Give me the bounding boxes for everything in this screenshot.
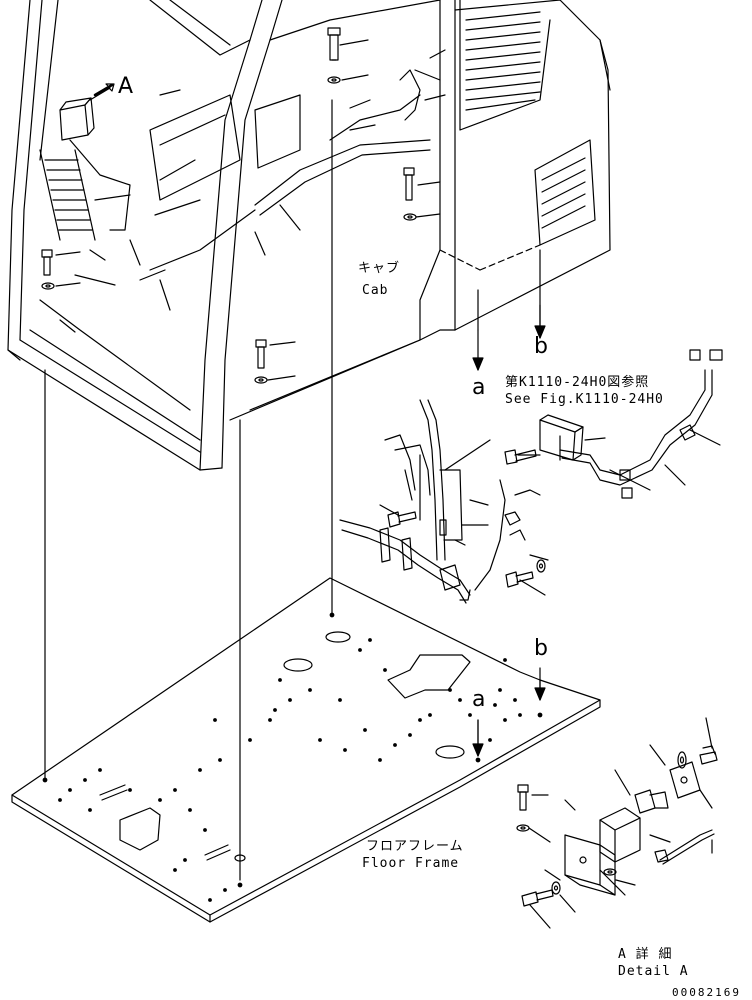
view-a-label: A xyxy=(118,74,134,99)
floor-frame-holes xyxy=(43,613,542,901)
accordion-duct xyxy=(40,140,130,240)
drawing-number: 00082169 xyxy=(672,986,741,999)
arrow-b-upper-icon xyxy=(535,305,545,338)
bolt-icon-cab-3 xyxy=(42,250,52,275)
detail-a-label-jp: A 詳 細 xyxy=(618,947,673,962)
bolt-icon-cab-2 xyxy=(404,168,414,200)
bolt-icon-harness-2 xyxy=(388,512,416,527)
bolt-icon-harness-3 xyxy=(506,572,533,587)
leader-lines-detail-a xyxy=(529,718,712,928)
arrow-b-upper-label: b xyxy=(534,334,548,359)
detail-a-label-en: Detail A xyxy=(618,964,689,979)
washer-icon-cab-1 xyxy=(328,77,340,83)
bolt-icon-cab-1 xyxy=(328,28,340,60)
arrow-a-lower-icon xyxy=(473,720,483,756)
leader-lines-cab xyxy=(56,40,445,380)
view-a-box xyxy=(60,84,114,140)
side-vent xyxy=(535,140,595,245)
cab-label-jp: キャブ xyxy=(358,261,401,276)
washer-icon-cab-2 xyxy=(404,214,416,220)
bolt-icon-harness-1 xyxy=(505,450,536,464)
rear-window-louvers xyxy=(466,12,540,110)
washer-icon-harness xyxy=(537,560,545,572)
arrow-a-upper-icon xyxy=(473,330,483,370)
detail-a-assembly xyxy=(517,746,717,906)
floor-harness-assembly xyxy=(340,400,540,603)
see-fig-label-en: See Fig.K1110-24H0 xyxy=(505,392,664,407)
floor-frame-label-en: Floor Frame xyxy=(362,856,460,871)
washer-icon-cab-3 xyxy=(42,283,54,289)
arrow-b-lower-icon xyxy=(535,668,545,700)
harness-connector-right xyxy=(560,350,722,498)
arrow-a-lower-label: a xyxy=(472,687,486,712)
leader-lines-harness xyxy=(380,430,720,595)
see-fig-label-jp: 第K1110-24H0図参照 xyxy=(505,375,650,390)
cab-frame xyxy=(8,0,610,470)
bolt-icon-cab-4 xyxy=(256,340,266,368)
arrow-a-upper-label: a xyxy=(472,375,486,400)
floor-frame-label-jp: フロアフレーム xyxy=(366,839,464,854)
projection-lines xyxy=(45,100,540,880)
cab-label-en: Cab xyxy=(362,283,389,298)
washer-icon-cab-4 xyxy=(255,377,267,383)
arrow-b-lower-label: b xyxy=(534,636,548,661)
cab-wiring-harness xyxy=(140,70,440,280)
floor-frame-plate xyxy=(12,578,600,922)
